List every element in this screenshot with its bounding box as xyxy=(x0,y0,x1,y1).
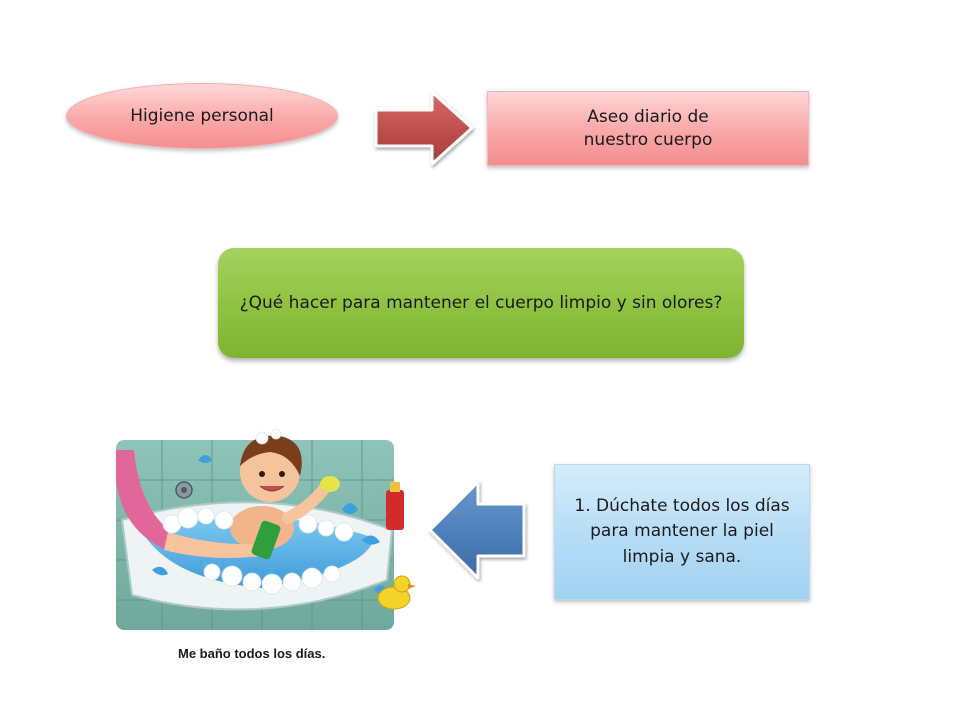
definition-box: Aseo diario de nuestro cuerpo xyxy=(487,91,809,166)
adult-sleeve xyxy=(116,450,172,550)
arrow-right-icon xyxy=(374,90,474,166)
topic-ellipse: Higiene personal xyxy=(66,83,338,149)
question-label: ¿Qué hacer para mantener el cuerpo limpi… xyxy=(239,292,723,313)
question-box: ¿Qué hacer para mantener el cuerpo limpi… xyxy=(218,248,744,358)
step-box: 1. Dúchate todos los días para mantener … xyxy=(554,464,810,600)
step-label: 1. Dúchate todos los días para mantener … xyxy=(574,495,790,567)
illustration-caption: Me baño todos los días. xyxy=(178,646,326,661)
definition-label: Aseo diario de nuestro cuerpo xyxy=(583,107,713,150)
child-bathing-illustration xyxy=(116,428,416,630)
topic-label: Higiene personal xyxy=(130,106,274,126)
arrow-left-icon xyxy=(428,480,526,580)
